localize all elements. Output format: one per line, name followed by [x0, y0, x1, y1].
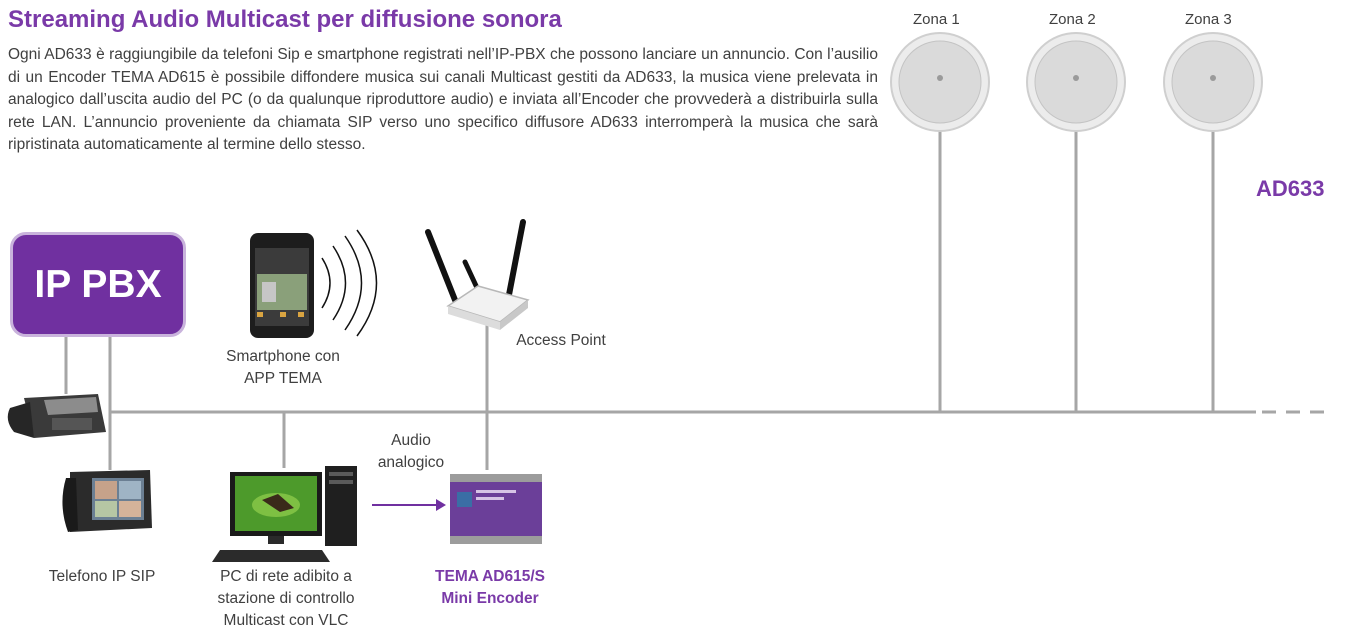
audio-arrow-icon	[372, 499, 446, 511]
access-point-label: Access Point	[516, 332, 606, 349]
zone-1-label: Zona 1	[913, 11, 960, 28]
pc-icon	[212, 466, 357, 562]
zone-2-label: Zona 2	[1049, 11, 1096, 28]
description-text: Ogni AD633 è raggiungibile da telefoni S…	[8, 46, 878, 153]
speaker-model-label: AD633	[1256, 176, 1325, 201]
ip-phone-label: Telefono IP SIP	[48, 568, 156, 585]
access-point-icon	[425, 219, 530, 330]
zone-3-label: Zona 3	[1185, 11, 1232, 28]
encoder-label: TEMA AD615/S Mini Encoder	[435, 568, 545, 607]
speaker-icon-zone-3	[1163, 32, 1263, 132]
audio-label: Audio analogico	[377, 432, 445, 471]
ip-pbx-box: IP PBX	[10, 232, 186, 337]
ip-phone-icon	[62, 470, 152, 532]
desk-phone-icon	[7, 394, 106, 438]
encoder-icon	[450, 474, 542, 544]
smartphone-icon	[250, 233, 314, 338]
smartphone-label: Smartphone con APP TEMA	[226, 348, 340, 387]
pc-label: PC di rete adibito a stazione di control…	[217, 568, 355, 629]
wireless-waves-icon	[321, 229, 378, 337]
speaker-icon-zone-1	[890, 32, 990, 132]
page-title: Streaming Audio Multicast per diffusione…	[8, 6, 562, 33]
speaker-icon-zone-2	[1026, 32, 1126, 132]
network-lines	[64, 130, 1330, 470]
